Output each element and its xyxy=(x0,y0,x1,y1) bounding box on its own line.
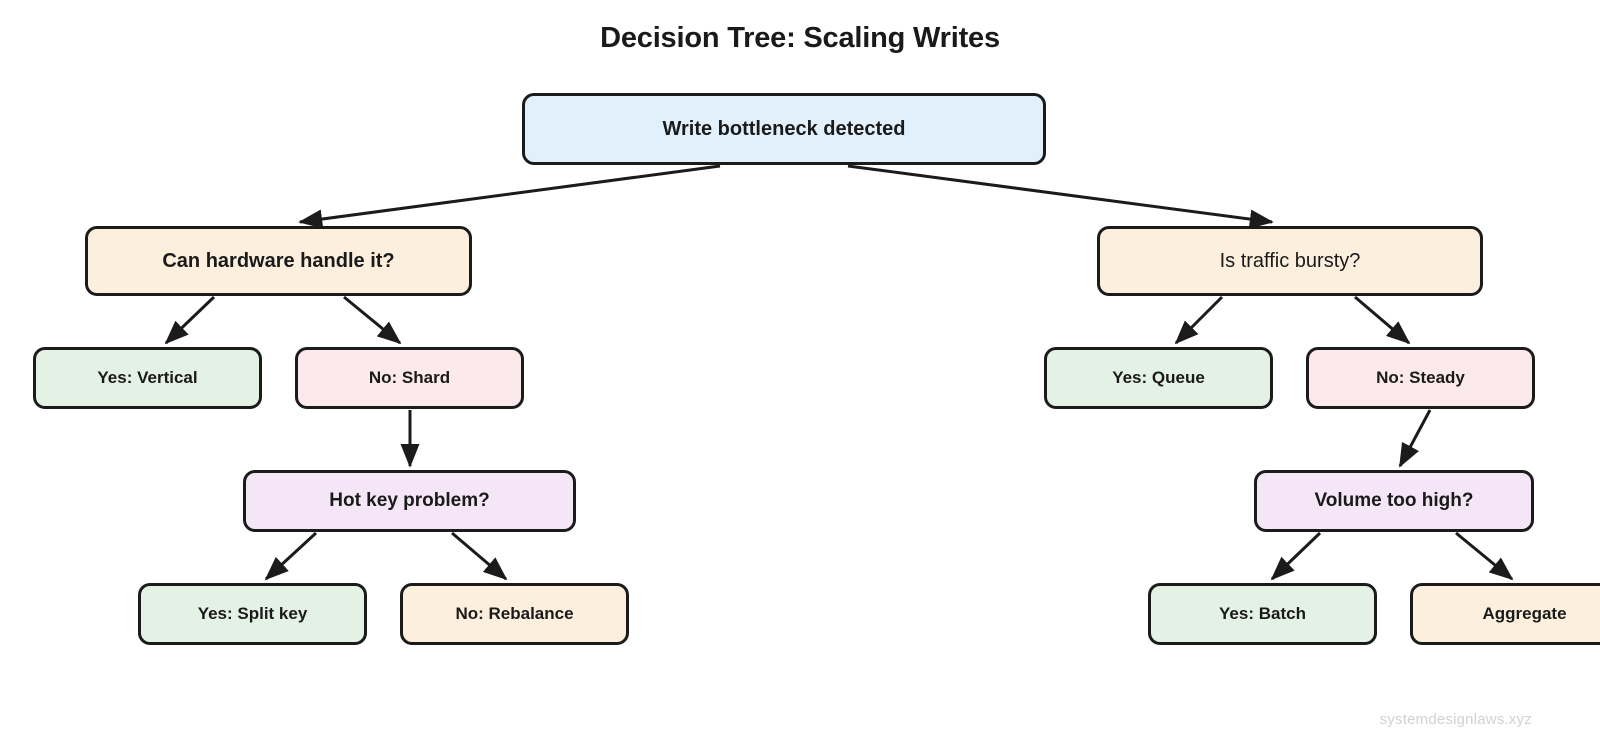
node-label-shard: No: Shard xyxy=(368,368,451,388)
node-label-volume: Volume too high? xyxy=(1314,490,1474,512)
edge-bursty-to-steady xyxy=(1354,295,1411,345)
edge-hotkey-to-splitkey xyxy=(264,531,318,581)
node-steady[interactable]: No: Steady xyxy=(1306,347,1535,409)
node-label-vertical: Yes: Vertical xyxy=(97,368,198,388)
node-rebalance[interactable]: No: Rebalance xyxy=(400,583,629,645)
node-bursty[interactable]: Is traffic bursty? xyxy=(1097,226,1483,296)
node-volume[interactable]: Volume too high? xyxy=(1254,470,1534,532)
node-label-hw: Can hardware handle it? xyxy=(162,249,395,272)
node-label-batch: Yes: Batch xyxy=(1219,604,1306,624)
node-label-splitkey: Yes: Split key xyxy=(197,604,308,624)
node-label-queue: Yes: Queue xyxy=(1112,368,1205,388)
edge-hw-to-vertical xyxy=(164,295,216,345)
node-label-rebalance: No: Rebalance xyxy=(455,604,574,624)
edges xyxy=(164,164,1514,581)
node-queue[interactable]: Yes: Queue xyxy=(1044,347,1273,409)
node-hotkey[interactable]: Hot key problem? xyxy=(243,470,576,532)
node-label-aggregate: Aggregate xyxy=(1482,604,1567,624)
watermark: systemdesignlaws.xyz xyxy=(1379,711,1532,728)
node-aggregate[interactable]: Aggregate xyxy=(1410,583,1600,645)
edge-volume-to-batch xyxy=(1270,531,1322,581)
node-label-bursty: Is traffic bursty? xyxy=(1219,249,1361,272)
node-label-root: Write bottleneck detected xyxy=(662,117,906,140)
page-title: Decision Tree: Scaling Writes xyxy=(600,22,1000,54)
edge-root-to-hw xyxy=(298,164,721,229)
node-label-hotkey: Hot key problem? xyxy=(329,490,490,512)
edge-root-to-bursty xyxy=(847,164,1274,229)
node-batch[interactable]: Yes: Batch xyxy=(1148,583,1377,645)
edge-bursty-to-queue xyxy=(1174,295,1224,345)
edge-hotkey-to-rebalance xyxy=(451,531,508,581)
node-label-steady: No: Steady xyxy=(1376,368,1465,388)
node-vertical[interactable]: Yes: Vertical xyxy=(33,347,262,409)
node-hw[interactable]: Can hardware handle it? xyxy=(85,226,472,296)
node-root[interactable]: Write bottleneck detected xyxy=(522,93,1046,165)
node-splitkey[interactable]: Yes: Split key xyxy=(138,583,367,645)
node-shard[interactable]: No: Shard xyxy=(295,347,524,409)
edge-hw-to-shard xyxy=(343,295,402,345)
edge-steady-to-volume xyxy=(1398,409,1432,468)
edge-volume-to-aggregate xyxy=(1455,531,1514,581)
